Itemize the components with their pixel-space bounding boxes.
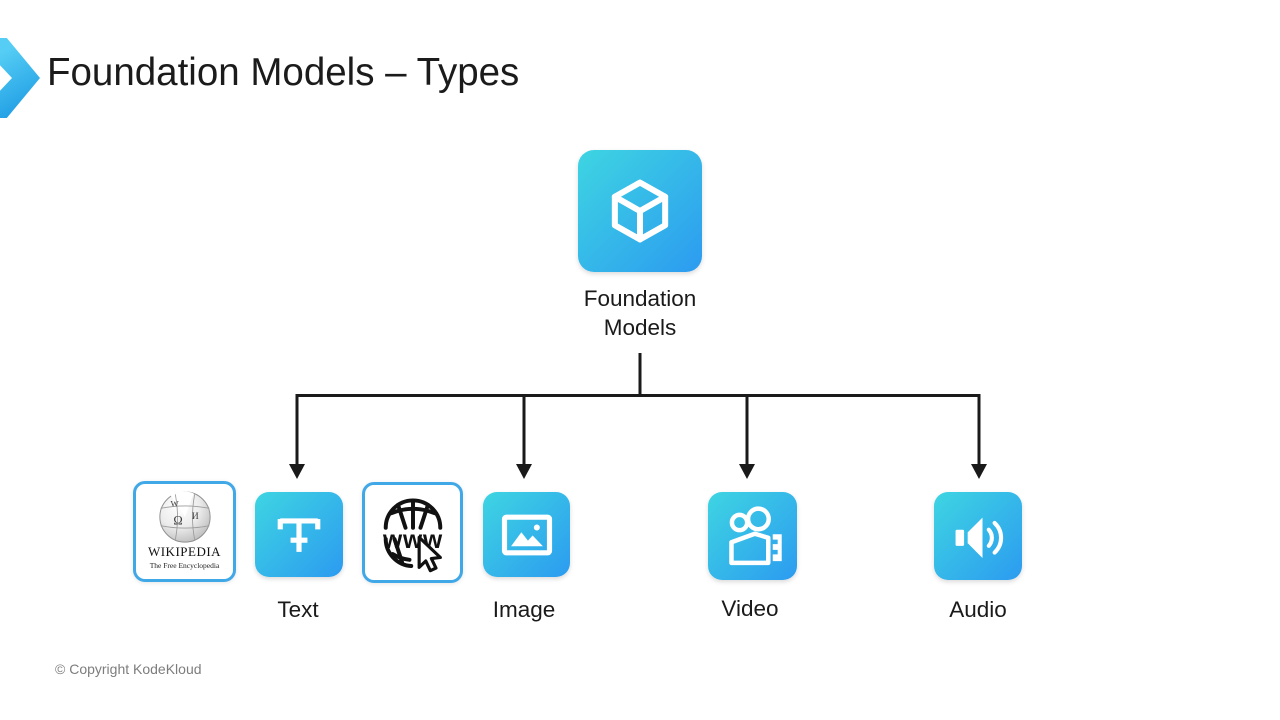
- text-type-node: [255, 492, 343, 577]
- svg-text:W: W: [170, 498, 179, 508]
- text-icon: [277, 517, 321, 552]
- page-title: Foundation Models – Types: [47, 51, 520, 94]
- audio-type-node: [934, 492, 1022, 580]
- copyright-text: © Copyright KodeKloud: [55, 661, 202, 677]
- svg-text:Ω: Ω: [173, 514, 182, 528]
- video-camera-icon: [728, 506, 782, 566]
- foundation-models-label: Foundation Models: [583, 286, 697, 340]
- www-card: www: [362, 482, 463, 583]
- speaker-icon: [955, 517, 1004, 558]
- foundation-models-node: [578, 150, 702, 272]
- wikipedia-globe-icon: W Ω И: [158, 491, 211, 543]
- image-label: Image: [492, 597, 556, 622]
- chevron-right-icon: [0, 38, 40, 118]
- wikipedia-card: W Ω И WIKIPEDIA The Free Encyclopedia: [133, 481, 236, 582]
- cube-icon: [611, 179, 669, 243]
- image-type-node: [483, 492, 570, 577]
- svg-text:И: И: [191, 511, 198, 522]
- www-globe-cursor-icon: www: [381, 497, 442, 572]
- video-type-node: [708, 492, 797, 580]
- audio-label: Audio: [949, 597, 1007, 622]
- text-label: Text: [277, 597, 319, 622]
- video-label: Video: [721, 596, 779, 621]
- wikipedia-tagline: The Free Encyclopedia: [149, 561, 220, 570]
- wikipedia-wordmark: WIKIPEDIA: [147, 544, 222, 559]
- image-icon: [501, 514, 552, 555]
